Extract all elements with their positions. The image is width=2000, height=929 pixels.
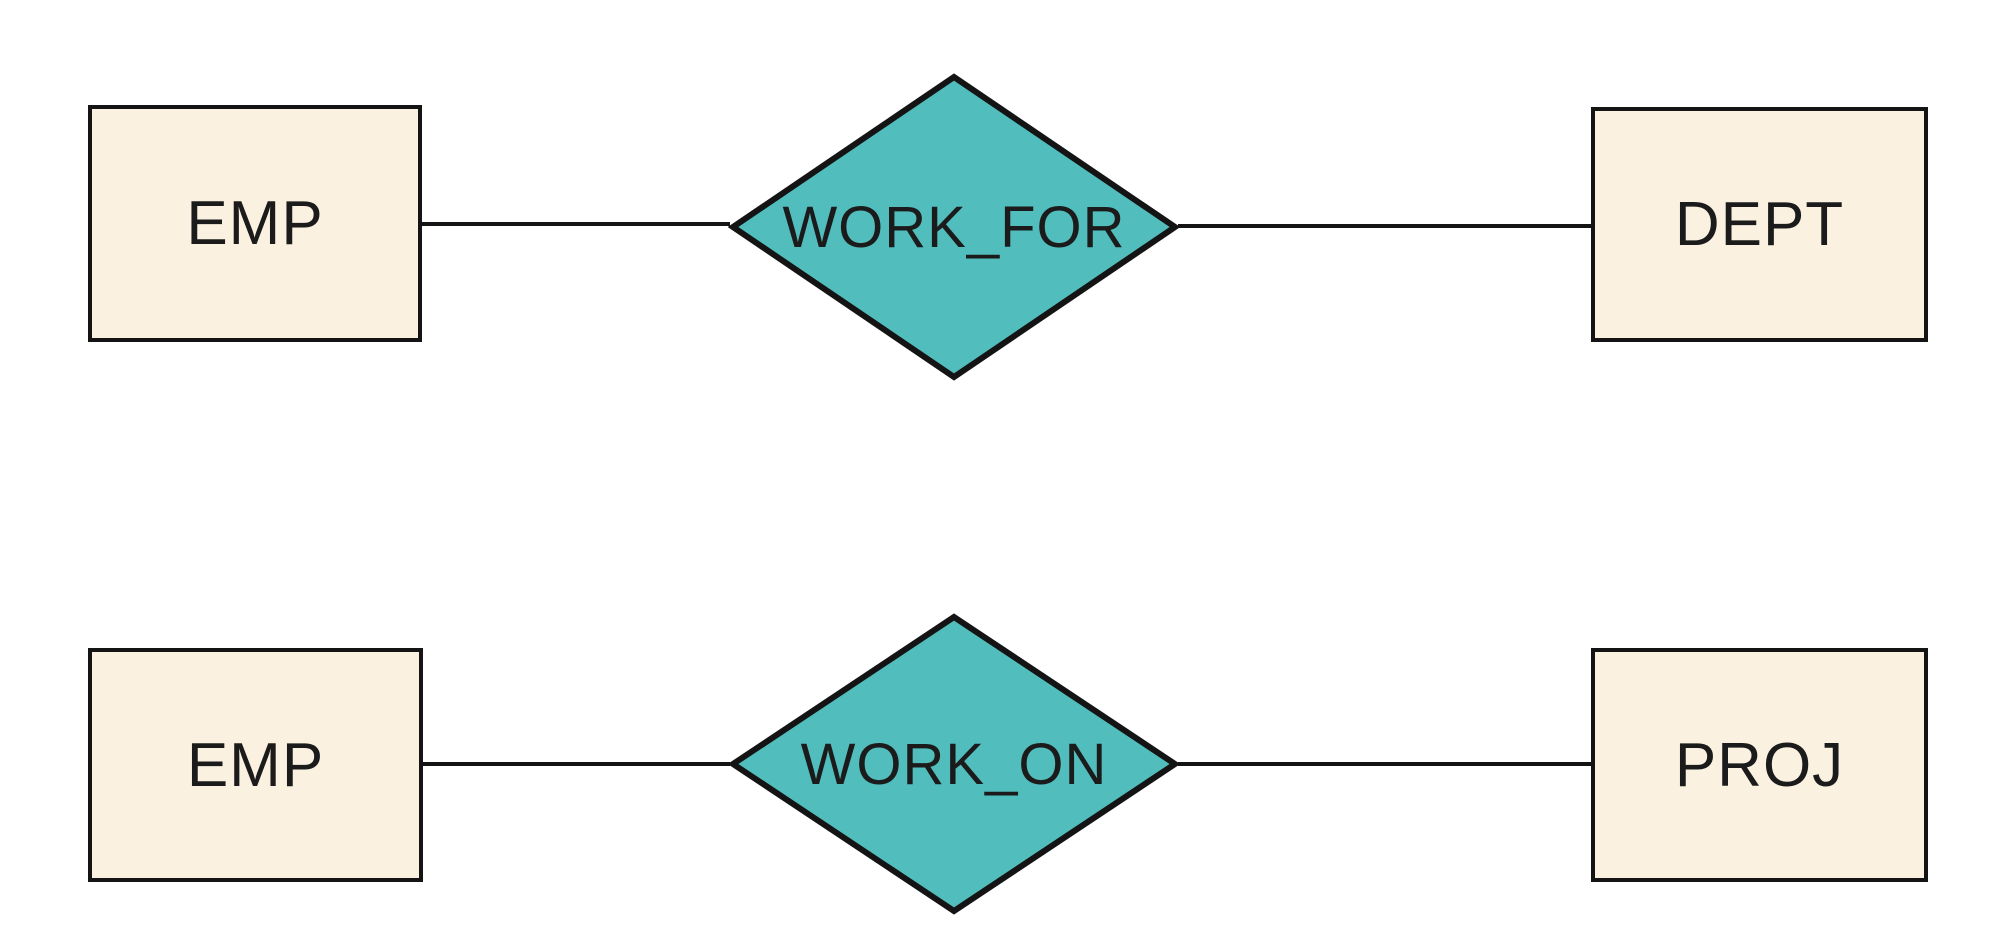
entity-proj[interactable]: PROJ	[1591, 648, 1928, 882]
entity-label: PROJ	[1674, 730, 1845, 800]
relationship-work-on[interactable]: WORK_ON	[728, 613, 1180, 915]
entity-emp[interactable]: EMP	[88, 648, 423, 882]
connector-line	[420, 222, 730, 226]
relationship-label: WORK_FOR	[782, 194, 1126, 260]
entity-label: EMP	[186, 730, 325, 800]
entity-emp[interactable]: EMP	[88, 105, 422, 342]
connector-line	[1178, 762, 1593, 766]
relationship-label: WORK_ON	[800, 731, 1108, 797]
diamond-shape-icon	[728, 73, 1180, 381]
relationship-work-for[interactable]: WORK_FOR	[728, 73, 1180, 381]
entity-dept[interactable]: DEPT	[1591, 107, 1928, 342]
entity-label: EMP	[186, 189, 324, 258]
diamond-shape-icon	[728, 613, 1180, 915]
connector-line	[421, 762, 730, 766]
entity-label: DEPT	[1674, 190, 1845, 259]
connector-line	[1178, 224, 1593, 228]
